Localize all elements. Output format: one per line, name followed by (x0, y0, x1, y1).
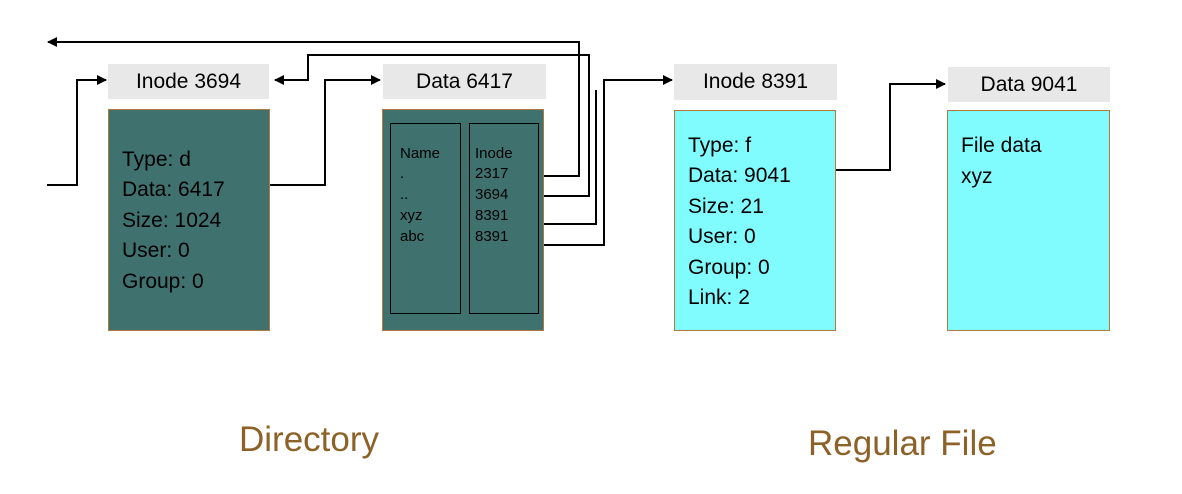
inode-8391-link: Link: 2 (688, 286, 750, 309)
directory-caption: Directory (239, 420, 380, 459)
inode-entry-3694: 3694 (475, 186, 509, 203)
arrow-to-parent-inode (47, 37, 580, 177)
inode-8391-data: Data: 9041 (688, 164, 791, 187)
arrow-xyz-to-inode-8391 (536, 90, 597, 225)
inode-8391-user: User: 0 (688, 225, 756, 248)
arrow-to-data-6417 (268, 75, 381, 186)
name-entry-abc: abc (400, 228, 425, 245)
data-6417-panel: Name . .. xyz abc Inode 2317 3694 8391 8… (382, 109, 544, 331)
inode-entry-8391-abc: 8391 (475, 228, 509, 245)
file-data-line-2: xyz (961, 165, 993, 188)
inode-3694-type: Type: d (122, 148, 191, 171)
inode-column-header: Inode (475, 145, 513, 162)
inode-8391-type: Type: f (688, 134, 752, 157)
name-entry-dot: . (400, 165, 405, 182)
name-column-box (390, 123, 461, 314)
inode-column-box (469, 123, 539, 314)
data-9041-panel: File data xyz (947, 110, 1110, 331)
data-9041-header: Data 9041 (948, 67, 1110, 102)
arrow-abc-to-inode-8391 (536, 75, 673, 246)
regular-file-caption: Regular File (808, 424, 997, 463)
inode-8391-group: Group: 0 (688, 256, 770, 279)
inode-8391-size: Size: 21 (688, 195, 764, 218)
inode-3694-panel: Type: d Data: 6417 Size: 1024 User: 0 Gr… (108, 109, 270, 331)
arrow-self-to-inode-3694 (274, 54, 590, 197)
arrow-to-data-9041 (831, 79, 946, 171)
inode-3694-user: User: 0 (122, 239, 190, 262)
name-column-header: Name (400, 145, 441, 162)
name-entry-xyz: xyz (400, 207, 423, 224)
inode-8391-panel: Type: f Data: 9041 Size: 21 User: 0 Grou… (674, 110, 836, 331)
inode-3694-size: Size: 1024 (122, 209, 222, 232)
inode-8391-header: Inode 8391 (674, 64, 837, 100)
inode-3694-data: Data: 6417 (122, 178, 225, 201)
arrow-to-inode-3694 (47, 75, 107, 186)
inode-entry-8391-xyz: 8391 (475, 207, 509, 224)
name-entry-dotdot: .. (400, 186, 409, 203)
data-6417-header: Data 6417 (383, 64, 546, 99)
inode-3694-header: Inode 3694 (108, 64, 269, 99)
inode-entry-2317: 2317 (475, 165, 509, 182)
inode-3694-group: Group: 0 (122, 270, 204, 293)
file-data-line-1: File data (961, 134, 1042, 157)
